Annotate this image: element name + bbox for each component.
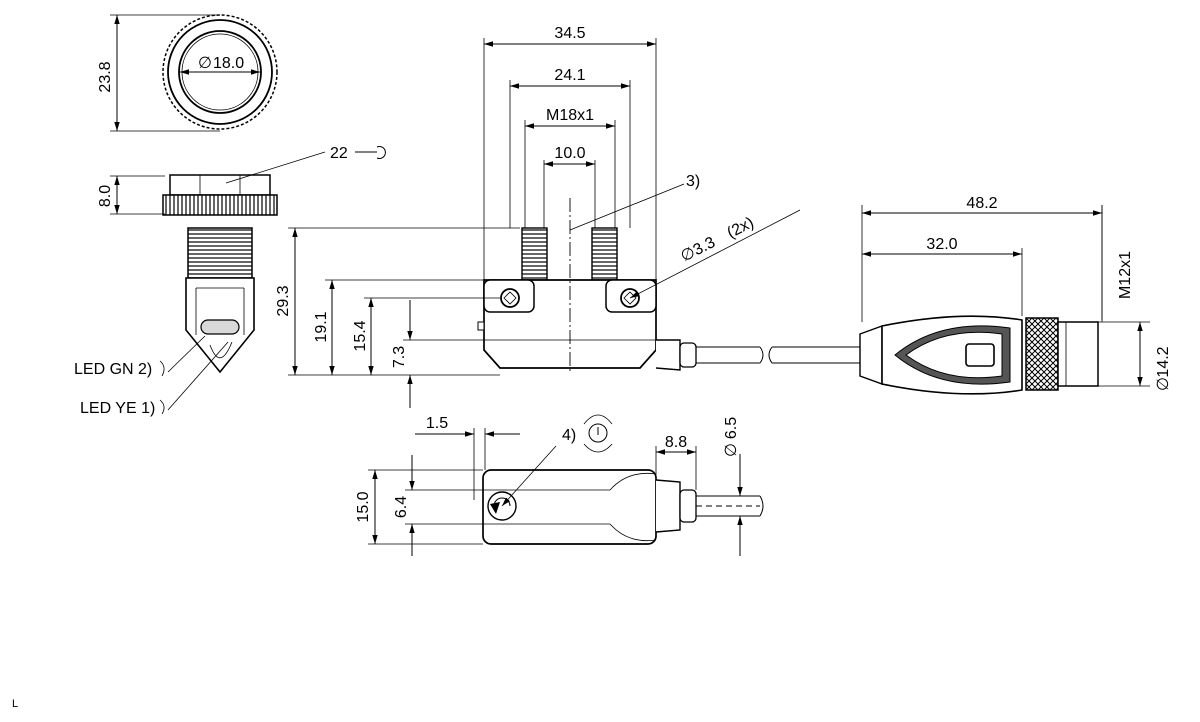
cable-diameter-label: 6.5 (723, 417, 740, 439)
dim-height-low: 7.3 (391, 300, 484, 408)
dim-depth: 15.0 (355, 469, 483, 545)
dim-hole-diameter: ∅ 3.3 (2x) (629, 209, 801, 299)
cable-offset-label: 8.8 (665, 434, 687, 451)
depth-inner-label: 6.4 (393, 496, 410, 518)
dim-cable-diameter: 6.5 ∅ (723, 417, 748, 556)
led-window (200, 319, 240, 335)
nut-height-label: 8.0 (97, 185, 114, 207)
diameter-symbol: ∅ (198, 55, 212, 72)
dim-thread: M18x1 (524, 107, 616, 228)
height-total-label: 29.3 (275, 285, 292, 316)
led-green-label: LED GN 2) (74, 361, 152, 378)
dim-top-view-diameter: ∅ 18.0 (180, 55, 260, 75)
slot-width-label: 10.0 (554, 145, 585, 162)
dim-height-mid: 15.4 (352, 297, 500, 375)
top-view-height-label: 23.8 (97, 61, 114, 92)
dim-connector-diameter: 14.2 ∅ (1098, 321, 1172, 391)
dim-nut-height: 8.0 (97, 175, 165, 215)
connector-diameter-label: 14.2 (1155, 346, 1172, 377)
rotate-icon (588, 423, 608, 443)
depth-label: 15.0 (355, 491, 372, 522)
led-callouts: LED GN 2) LED YE 1) (74, 335, 229, 417)
overall-width-label: 34.5 (554, 25, 585, 42)
mounting-hole-right (620, 288, 640, 308)
wrench-callout: 22 (225, 145, 386, 184)
dim-overall-width: 34.5 (483, 25, 657, 280)
dim-slot-width: 10.0 (543, 145, 596, 228)
dim-height-total: 29.3 (275, 227, 520, 376)
dim-height-body: 19.1 (313, 279, 484, 375)
wrench-icon (355, 146, 386, 159)
callout-3: 3) (569, 173, 700, 231)
height-low-label: 7.3 (391, 346, 408, 368)
side-view-body (185, 227, 255, 374)
dim-cable-length: 48.2 (861, 195, 1103, 322)
callout-4-label: 4) (562, 427, 576, 444)
dim-offset: 1.5 (415, 415, 520, 500)
front-view-body (477, 198, 860, 372)
connector-thread-label: M12x1 (1117, 251, 1134, 299)
hole-count-label: (2x) (724, 214, 756, 242)
dim-connector-length: 32.0 (862, 236, 1023, 316)
dim-top-view-height: 23.8 (97, 14, 220, 132)
connector-length-label: 32.0 (926, 236, 957, 253)
nut-side-view (162, 174, 278, 216)
callout-4: 4) (501, 414, 613, 507)
height-body-label: 19.1 (313, 311, 330, 342)
bottom-view-body (482, 469, 764, 545)
callout-3-label: 3) (686, 173, 700, 190)
cable-diameter-symbol: ∅ (723, 443, 740, 457)
connector (859, 315, 1099, 395)
height-mid-label: 15.4 (352, 320, 369, 351)
dim-cable-offset: 8.8 (655, 434, 697, 490)
offset-label: 1.5 (426, 415, 448, 432)
top-view-diameter-label: 18.0 (213, 55, 244, 72)
dim-connector-thread: M12x1 (1101, 205, 1134, 320)
wrench-size-label: 22 (330, 145, 348, 162)
connector-diameter-symbol: ∅ (1155, 377, 1172, 391)
thread-label: M18x1 (546, 107, 594, 124)
mounting-hole-left (500, 288, 520, 308)
inner-width-label: 24.1 (554, 67, 585, 84)
cable-length-label: 48.2 (966, 195, 997, 212)
dim-inner-width: 24.1 (509, 67, 631, 228)
dim-depth-inner: 6.4 (393, 455, 483, 556)
footer-mark: L (12, 698, 18, 710)
hole-diameter-symbol: ∅ (678, 244, 698, 265)
led-yellow-label: LED YE 1) (80, 400, 155, 417)
